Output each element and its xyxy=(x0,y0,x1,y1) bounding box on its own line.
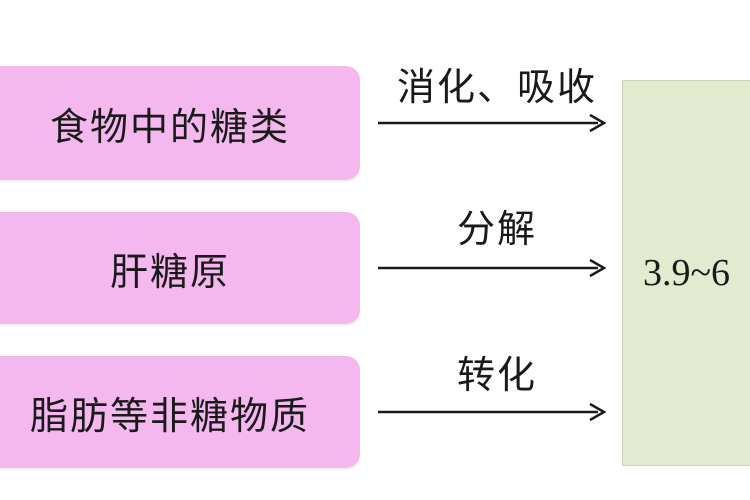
arrow-digest-absorb xyxy=(378,113,607,133)
process-label-digest-absorb: 消化、吸收 xyxy=(396,65,597,109)
process-label-decompose: 分解 xyxy=(456,207,537,251)
source-box-non-sugar: 脂肪等非糖物质 xyxy=(0,356,360,468)
arrow-convert xyxy=(378,402,607,422)
arrow-decompose xyxy=(378,258,607,278)
source-label-food-sugar: 食物中的糖类 xyxy=(49,104,290,149)
source-box-food-sugar: 食物中的糖类 xyxy=(0,66,360,180)
target-blood-sugar-box: 3.9~6 xyxy=(622,80,750,466)
process-label-convert: 转化 xyxy=(456,353,537,397)
source-box-liver-glycogen: 肝糖原 xyxy=(0,212,360,324)
source-label-liver-glycogen: 肝糖原 xyxy=(109,249,230,294)
source-label-non-sugar: 脂肪等非糖物质 xyxy=(29,393,310,438)
target-value-text: 3.9~6 xyxy=(643,252,731,294)
